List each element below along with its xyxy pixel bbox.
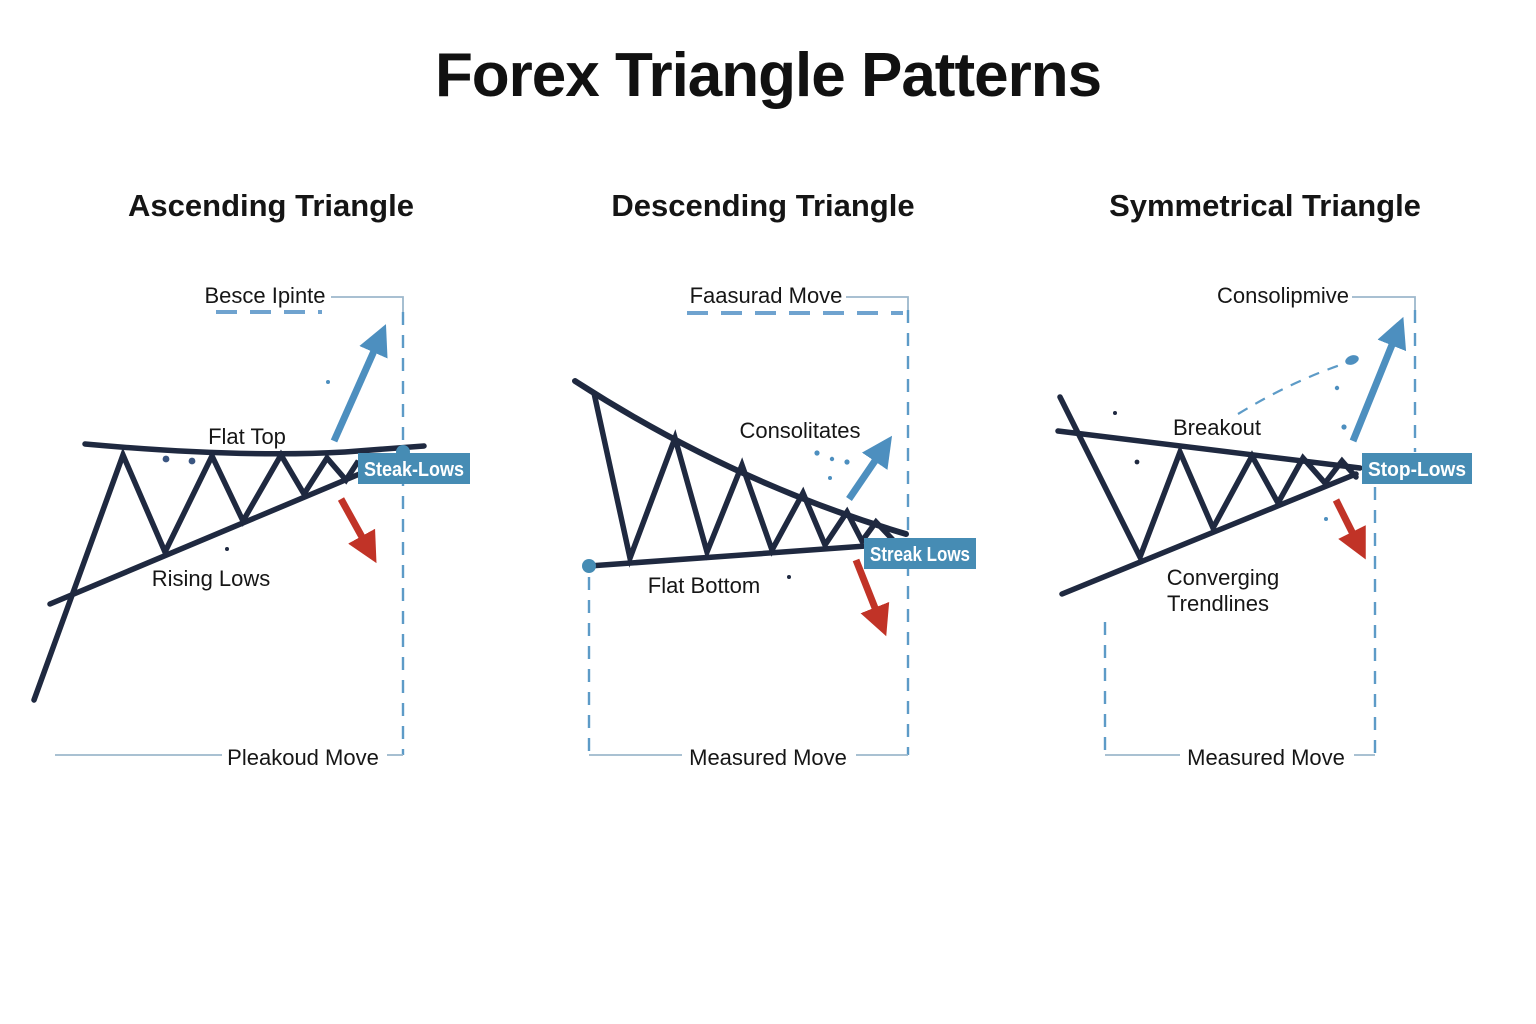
descending-triangle-heading: Descending Triangle xyxy=(611,188,915,223)
breakout-label: Breakout xyxy=(1173,415,1261,440)
ascending-triangle-heading: Ascending Triangle xyxy=(128,188,414,223)
streak-lows-badge xyxy=(864,538,976,569)
ink-specks xyxy=(787,450,850,579)
converging-trendlines-label-line2: Trendlines xyxy=(1167,591,1269,616)
measured-move-label: Measured Move xyxy=(1187,745,1345,770)
descending-triangle-diagram: Streak Lows Faasurad Move Consolitates F… xyxy=(572,283,976,770)
symmetrical-triangle-diagram: Stop-Lows Consolipmive Breakout Convergi… xyxy=(1055,283,1472,770)
stop-lows-badge-label: Stop-Lows xyxy=(1368,459,1466,481)
flat-bottom-start-dot xyxy=(582,559,596,573)
price-zigzag xyxy=(1057,394,1359,564)
measure-corner-bracket xyxy=(1352,296,1416,310)
trajectory-blob xyxy=(1345,355,1359,365)
ink-specks xyxy=(1113,385,1347,521)
descending-trendline xyxy=(572,378,909,537)
measure-top-label: Faasurad Move xyxy=(690,283,843,308)
breakout-up-arrow-icon xyxy=(330,324,388,443)
breakout-up-arrow-icon xyxy=(1349,316,1407,443)
stop-lows-badge xyxy=(358,453,470,484)
lower-converging-trendline xyxy=(1059,471,1359,597)
stop-loss-down-arrow-icon xyxy=(1332,498,1366,560)
bounce-up-arrow-icon xyxy=(846,435,893,501)
converging-trendlines-label-line1: Converging xyxy=(1167,565,1280,590)
measure-corner-bracket xyxy=(331,296,404,312)
dashed-breakout-trajectory xyxy=(1237,361,1347,415)
flat-top-trendline xyxy=(82,441,427,457)
ink-specks xyxy=(162,380,330,551)
measure-top-label: Besce Ipinte xyxy=(204,283,325,308)
measure-corner-bracket xyxy=(846,296,909,310)
price-zigzag xyxy=(591,390,897,568)
stop-lows-badge xyxy=(1362,453,1472,484)
streak-lows-badge-label: Streak Lows xyxy=(870,544,970,566)
page-title: Forex Triangle Patterns xyxy=(434,41,1102,110)
symmetrical-triangle-heading: Symmetrical Triangle xyxy=(1109,188,1421,223)
measured-move-label: Measured Move xyxy=(689,745,847,770)
rising-lows-label: Rising Lows xyxy=(152,566,271,591)
stop-loss-down-arrow-icon xyxy=(337,497,377,564)
stop-lows-badge-label: Steak-Lows xyxy=(364,459,464,481)
measure-top-label: Consolipmive xyxy=(1217,283,1349,308)
flat-top-label: Flat Top xyxy=(208,424,286,449)
ascending-triangle-diagram: Steak-Lows Besce Ipinte Flat Top Rising … xyxy=(31,283,470,770)
measured-move-label: Pleakoud Move xyxy=(227,745,379,770)
price-zigzag xyxy=(31,447,373,703)
consolidates-label: Consolitates xyxy=(739,418,860,443)
breakdown-arrow-icon xyxy=(852,558,890,637)
breakout-point-dot xyxy=(396,445,410,459)
flat-bottom-trendline xyxy=(586,540,911,569)
flat-bottom-label: Flat Bottom xyxy=(648,573,760,598)
rising-lows-trendline xyxy=(47,467,372,607)
